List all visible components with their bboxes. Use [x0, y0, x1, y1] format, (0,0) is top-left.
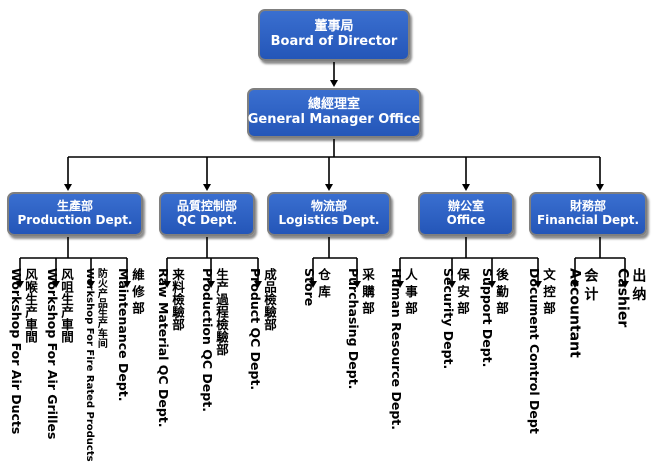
unit-product-qc: 成品檢驗部 Product QC Dept.: [248, 268, 277, 391]
gm-box: 總經理室 General Manager Office: [247, 88, 421, 138]
unit-security: 保 安 部 Security Dept.: [441, 268, 470, 370]
dept-box-logistics: 物流部 Logistics Dept.: [267, 192, 391, 236]
arrowhead: [330, 80, 338, 87]
arrowhead: [353, 281, 361, 288]
arrowhead: [52, 281, 60, 288]
arrowhead: [448, 281, 456, 288]
unit-purchasing: 采 購 部 Purchasing Dept.: [346, 268, 375, 390]
dept-name-zh: 品質控制部: [176, 199, 237, 214]
unit-raw-material-qc: 来料檢驗部 Raw Material QC Dept.: [156, 268, 185, 428]
arrowhead: [462, 184, 470, 191]
unit-human-resource: 人 事 部 Human Resource Dept.: [389, 268, 418, 431]
board-name-en: Board of Director: [270, 34, 398, 49]
arrowhead: [488, 281, 496, 288]
dept-name-zh: 生產部: [56, 199, 93, 214]
unit-document-control: 文 控 部 Document Control Dept: [527, 268, 556, 434]
dept-name-zh: 辦公室: [447, 199, 484, 214]
arrowhead: [571, 281, 579, 288]
arrowhead: [203, 184, 211, 191]
unit-support: 後 勤 部 Support Dept.: [480, 268, 509, 368]
dept-box-financial: 財務部 Financial Dept.: [529, 192, 647, 236]
board-name-zh: 董事局: [314, 19, 354, 35]
unit-production-qc: 生产過程檢驗部 Production QC Dept.: [200, 268, 229, 412]
arrowhead: [534, 281, 542, 288]
dept-name-en: QC Dept.: [176, 213, 238, 227]
gm-name-zh: 總經理室: [307, 97, 360, 113]
dept-name-en: Office: [446, 213, 486, 227]
arrowhead: [163, 281, 171, 288]
arrowhead: [596, 184, 604, 191]
arrowhead: [396, 281, 404, 288]
dept-name-en: Logistics Dept.: [278, 213, 380, 227]
dept-box-qc: 品質控制部 QC Dept.: [159, 192, 255, 236]
dept-name-en: Financial Dept.: [536, 213, 640, 227]
unit-maintenance: 維 修 部 Maintenance Dept.: [116, 268, 145, 402]
unit-store: 仓 库 Store: [302, 268, 331, 307]
unit-accountant: 会 计 Accountant: [566, 268, 599, 358]
arrowhead: [621, 281, 629, 288]
arrowhead: [123, 281, 131, 288]
dept-name-en: Production Dept.: [17, 213, 133, 227]
dept-box-production: 生產部 Production Dept.: [7, 192, 143, 236]
dept-name-zh: 財務部: [569, 199, 606, 214]
arrowhead: [309, 281, 317, 288]
unit-cashier: 出 纳 Cashier: [614, 268, 647, 328]
gm-name-en: General Manager Office: [247, 112, 421, 127]
arrowhead: [16, 281, 24, 288]
arrowhead: [207, 281, 215, 288]
arrowhead: [325, 184, 333, 191]
arrowhead: [64, 184, 72, 191]
unit-workshop-air-ducts: 风喉生产車間 Workshop For Air Ducts: [9, 268, 38, 435]
board-box: 董事局 Board of Director: [258, 9, 410, 61]
arrowhead: [254, 281, 262, 288]
unit-workshop-air-grilles: 风咀生产車間 Workshop For Air Grilles: [45, 268, 74, 440]
dept-box-office: 辦公室 Office: [418, 192, 514, 236]
unit-workshop-fire-rated: 防火产品生产车间 Workshop For Fire Rated Product…: [84, 268, 107, 462]
arrowhead: [87, 281, 95, 288]
dept-name-zh: 物流部: [310, 199, 347, 214]
